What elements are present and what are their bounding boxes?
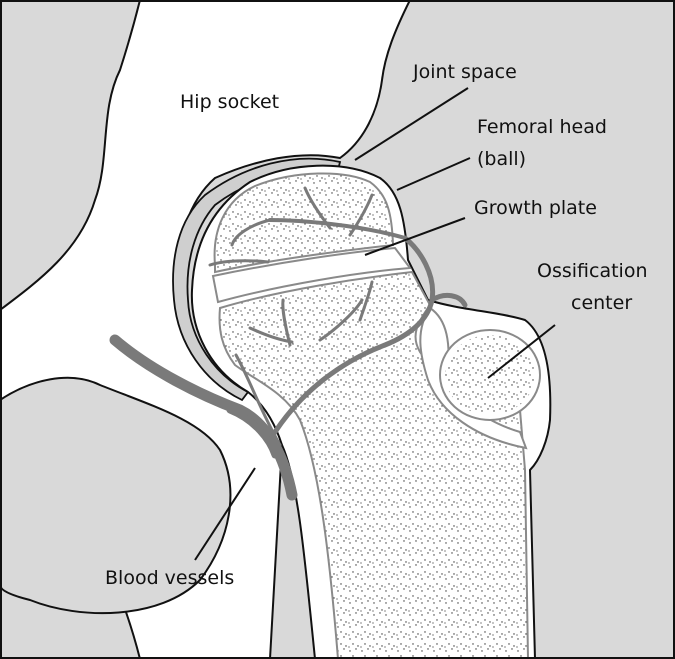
label-ossification-center: center: [571, 292, 632, 314]
label-hip-socket: Hip socket: [180, 91, 279, 113]
ossification-center-stipple: [445, 335, 535, 415]
label-growth-plate: Growth plate: [474, 197, 597, 219]
label-joint-space: Joint space: [412, 61, 517, 83]
label-femoral-head: Femoral head: [477, 116, 607, 138]
label-ossification: Ossification: [537, 260, 647, 282]
label-femoral-head-ball: (ball): [477, 148, 526, 170]
label-blood-vessels: Blood vessels: [105, 567, 234, 589]
